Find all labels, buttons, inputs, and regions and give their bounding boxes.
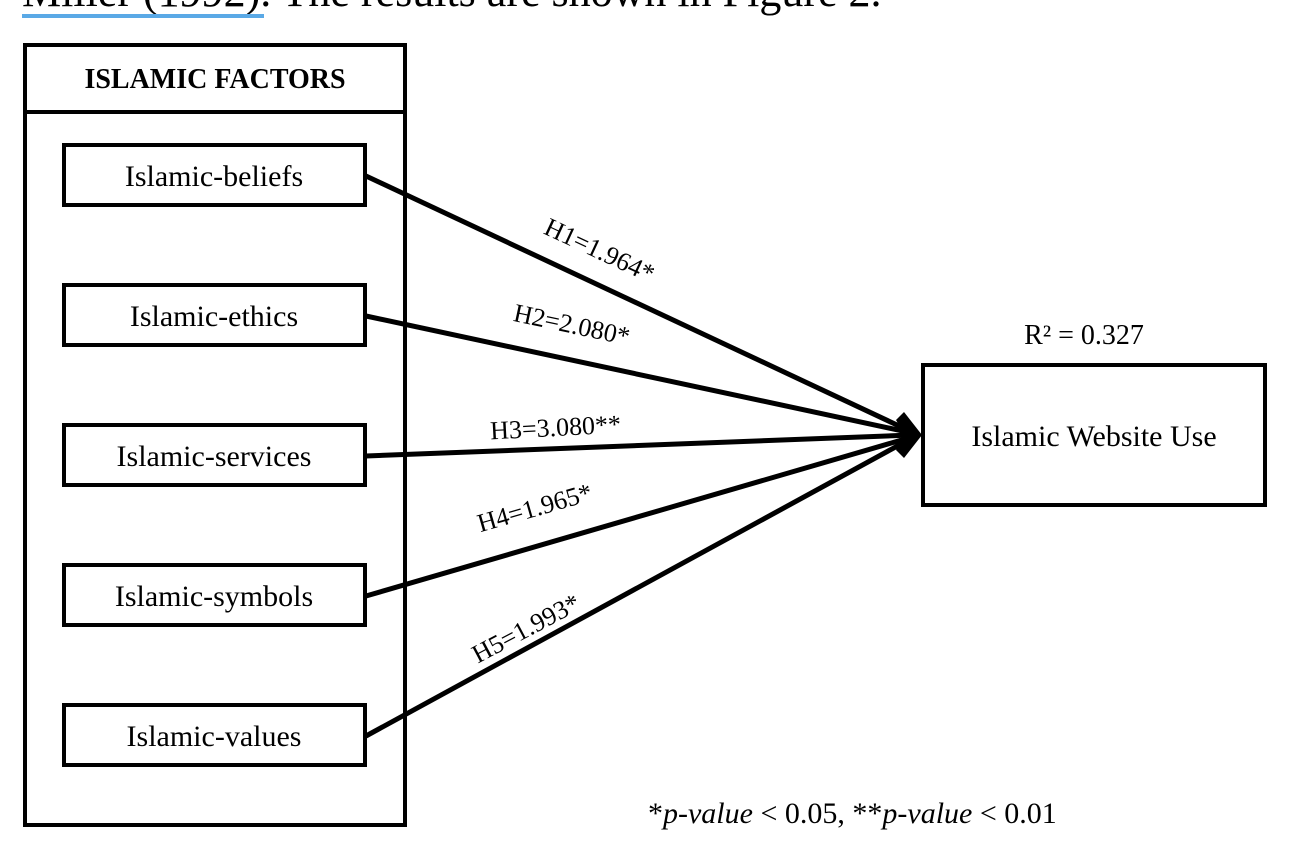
factor-islamic-services: Islamic-services — [62, 423, 367, 487]
factor-islamic-symbols: Islamic-symbols — [62, 563, 367, 627]
outcome-box — [921, 363, 1267, 507]
path-labels: H1=1.964* H2=2.080* H3=3.080** H4=1.965*… — [467, 212, 659, 669]
group-title: ISLAMIC FACTORS — [84, 64, 345, 95]
label-h2: H2=2.080* — [511, 298, 632, 351]
arrow-h2 — [365, 313, 913, 436]
factor-islamic-values: Islamic-values — [62, 703, 367, 767]
islamic-factors-group — [23, 43, 407, 827]
footnote: *p-value < 0.05, **p-value < 0.01 — [648, 797, 1057, 830]
label-h4: H4=1.965* — [474, 478, 595, 538]
label-h1: H1=1.964* — [540, 212, 659, 288]
citation-link-underline — [22, 14, 264, 18]
outcome-label: Islamic Website Use — [971, 420, 1216, 453]
arrow-h5 — [364, 435, 914, 739]
svg-text:Islamic-ethics: Islamic-ethics — [130, 300, 298, 333]
label-h3: H3=3.080** — [489, 410, 621, 446]
svg-text:Islamic-symbols: Islamic-symbols — [115, 580, 313, 613]
svg-text:Islamic-beliefs: Islamic-beliefs — [125, 160, 303, 193]
arrowhead-icon — [896, 412, 922, 458]
intro-text: Miller (1992). The results are shown in … — [22, 0, 882, 16]
factor-islamic-ethics: Islamic-ethics — [62, 283, 367, 347]
svg-text:Islamic-services: Islamic-services — [117, 440, 312, 473]
citation-link[interactable]: Miller (1992) — [22, 0, 260, 16]
factor-islamic-beliefs: Islamic-beliefs — [62, 143, 367, 207]
arrow-h4 — [365, 434, 913, 599]
factor-boxes: Islamic-beliefs Islamic-ethics Islamic-s… — [62, 143, 367, 767]
arrow-h3 — [365, 432, 913, 459]
arrow-h1 — [364, 173, 914, 435]
path-arrows — [364, 173, 914, 739]
r-squared: R² = 0.327 — [1024, 320, 1144, 351]
svg-text:Islamic-values: Islamic-values — [127, 720, 302, 753]
